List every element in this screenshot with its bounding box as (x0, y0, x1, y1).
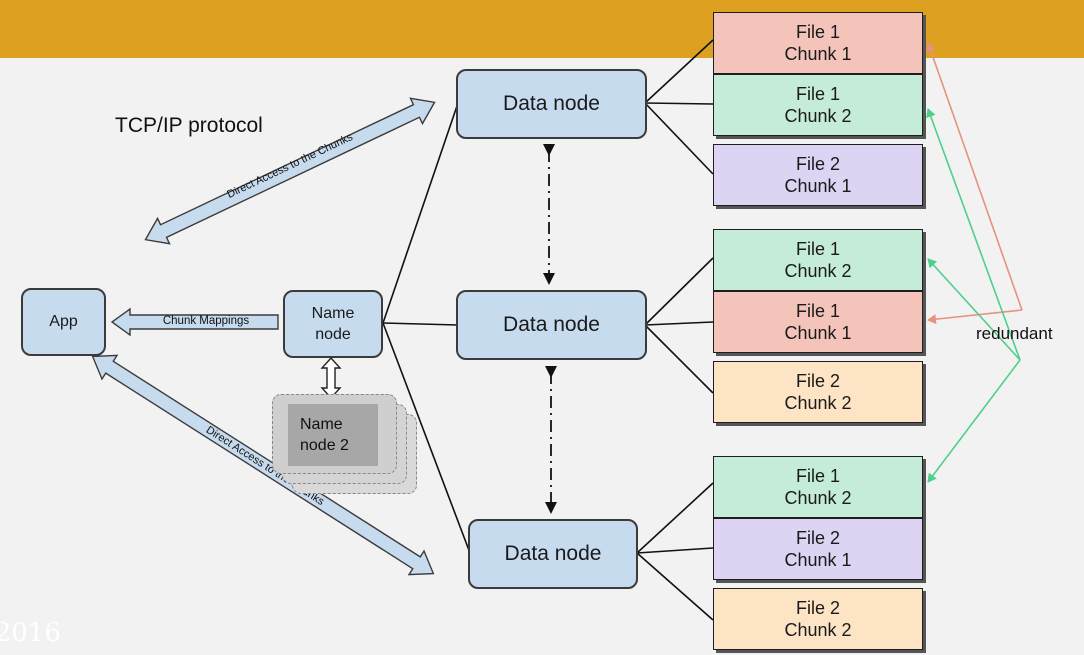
data-node-3: Data node (468, 519, 638, 589)
chunk-file-label: File 2 (795, 598, 840, 618)
chunk-box: File 2 Chunk 2 (713, 361, 923, 423)
chunk-box: File 1 Chunk 2 (713, 229, 923, 291)
slide-date: /2016 (0, 618, 61, 648)
direct-access-arrow-bottom (91, 354, 435, 576)
chunk-box: File 2 Chunk 1 (713, 144, 923, 206)
chunk-chunk-label: Chunk 1 (784, 44, 852, 64)
datanode1-links (644, 39, 714, 175)
chunk-box: File 2 Chunk 2 (713, 588, 923, 650)
data-node-2-label: Data node (503, 313, 600, 336)
data-node-1-label: Data node (503, 92, 600, 115)
name-node-2-label-line1: Name (300, 416, 343, 433)
chunk-file-label: File 1 (795, 466, 840, 486)
namenode-sync-arrow (320, 356, 342, 400)
app-node: App (21, 288, 106, 356)
chunk-file-label: File 2 (795, 154, 840, 174)
chunk-chunk-label: Chunk 2 (784, 620, 852, 640)
chunk-box: File 1 Chunk 1 (713, 291, 923, 353)
namenode-links (382, 102, 471, 554)
chunk-file-label: File 2 (795, 371, 840, 391)
chunk-file-label: File 2 (795, 528, 840, 548)
chunk-file-label: File 1 (795, 239, 840, 259)
name-node: Name node (283, 290, 383, 358)
protocol-label: TCP/IP protocol (115, 114, 263, 137)
name-node-label-line1: Name (311, 305, 355, 322)
chunk-box: File 1 Chunk 2 (713, 456, 923, 518)
data-node-2: Data node (456, 290, 647, 360)
redundant-label: redundant (976, 324, 1053, 343)
chunk-mappings-label: Chunk Mappings (162, 315, 250, 327)
app-label: App (49, 313, 78, 330)
datanode3-links (636, 482, 714, 621)
chunk-chunk-label: Chunk 1 (784, 550, 852, 570)
redundant-arrows-red (925, 42, 1023, 325)
datanode2-links (644, 257, 714, 394)
chunk-chunk-label: Chunk 2 (784, 106, 852, 126)
direct-access-arrow-top (144, 97, 436, 245)
redundant-arrows-green (926, 108, 1021, 483)
name-node-2: Name node 2 (288, 404, 378, 466)
chunk-box: File 1 Chunk 1 (713, 12, 923, 74)
chunk-chunk-label: Chunk 1 (784, 323, 852, 343)
chunk-file-label: File 1 (795, 22, 840, 42)
chunk-box: File 1 Chunk 2 (713, 74, 923, 136)
chunk-file-label: File 1 (795, 301, 840, 321)
chunk-mappings-arrow (110, 307, 279, 337)
replication-links (543, 144, 557, 514)
name-node-2-label-line2: node 2 (300, 437, 349, 454)
name-node-label-line2: node (315, 326, 351, 343)
data-node-3-label: Data node (504, 542, 602, 565)
chunk-chunk-label: Chunk 2 (784, 261, 852, 281)
chunk-chunk-label: Chunk 2 (784, 488, 852, 508)
chunk-file-label: File 1 (795, 84, 840, 104)
chunk-chunk-label: Chunk 2 (784, 393, 852, 413)
chunk-chunk-label: Chunk 1 (784, 176, 852, 196)
data-node-1: Data node (456, 69, 647, 139)
chunk-box: File 2 Chunk 1 (713, 518, 923, 580)
